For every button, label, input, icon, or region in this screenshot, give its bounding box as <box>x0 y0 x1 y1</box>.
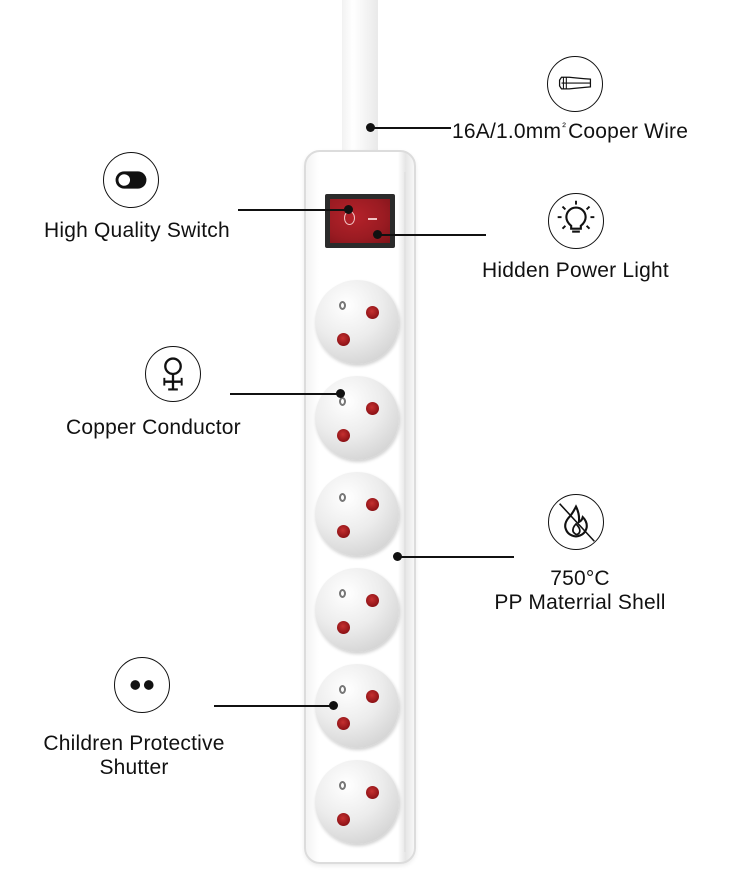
socket-1 <box>315 280 399 364</box>
shutter-callout-dot <box>329 701 338 710</box>
shutter-holes-icon <box>114 657 170 713</box>
wire-callout-dot <box>366 123 375 132</box>
ground-pin <box>339 301 346 310</box>
ground-pin <box>339 589 346 598</box>
wire-callout-line <box>371 127 451 129</box>
socket-4 <box>315 568 399 652</box>
power-strip <box>304 150 416 864</box>
wire-label: 16A/1.0mm²Cooper Wire <box>452 120 689 143</box>
rocker-switch-face <box>330 199 390 243</box>
conductor-callout-dot <box>336 389 345 398</box>
wire-label-superscript: ² <box>562 121 567 133</box>
light-callout-line <box>378 234 486 236</box>
ground-pin <box>339 781 346 790</box>
switch-callout-line <box>238 209 347 211</box>
light-callout-dot <box>373 230 382 239</box>
shutter-callout-line <box>214 705 332 707</box>
ground-pin <box>339 493 346 502</box>
shutter-label-line1: Children Protective <box>43 732 225 755</box>
socket-hole-left <box>337 333 350 346</box>
socket-hole-left <box>337 717 350 730</box>
wire-cable-icon <box>547 56 603 112</box>
shell-label-line1: 750°C <box>550 567 610 590</box>
ground-pin <box>339 397 346 406</box>
light-bulb-icon <box>548 193 604 249</box>
shell-label-line2: PP Materrial Shell <box>494 591 666 614</box>
socket-hole-left <box>337 525 350 538</box>
switch-label: High Quality Switch <box>44 219 230 242</box>
socket-hole-right <box>366 786 379 799</box>
socket-hole-left <box>337 429 350 442</box>
rocker-switch[interactable] <box>325 194 395 248</box>
conductor-label: Copper Conductor <box>66 416 241 439</box>
socket-hole-right <box>366 690 379 703</box>
socket-hole-right <box>366 594 379 607</box>
ground-pin <box>339 685 346 694</box>
switch-callout-dot <box>344 205 353 214</box>
conductor-callout-line <box>230 393 340 395</box>
light-label: Hidden Power Light <box>482 259 669 282</box>
switch-on-mark <box>368 218 377 220</box>
socket-6 <box>315 760 399 844</box>
copper-symbol-icon <box>145 346 201 402</box>
shutter-label-line2: Shutter <box>99 756 169 779</box>
power-cord <box>342 0 378 160</box>
socket-hole-left <box>337 621 350 634</box>
socket-hole-left <box>337 813 350 826</box>
socket-hole-right <box>366 498 379 511</box>
shell-callout-line <box>398 556 514 558</box>
no-fire-icon <box>548 494 604 550</box>
toggle-switch-icon <box>103 152 159 208</box>
socket-2 <box>315 376 399 460</box>
socket-hole-right <box>366 306 379 319</box>
shutter-label: Children Protective Shutter <box>22 732 246 780</box>
strip-edge-rail <box>404 172 406 852</box>
shell-callout-dot <box>393 552 402 561</box>
socket-hole-right <box>366 402 379 415</box>
shell-label: 750°C PP Materrial Shell <box>470 567 690 615</box>
socket-3 <box>315 472 399 556</box>
